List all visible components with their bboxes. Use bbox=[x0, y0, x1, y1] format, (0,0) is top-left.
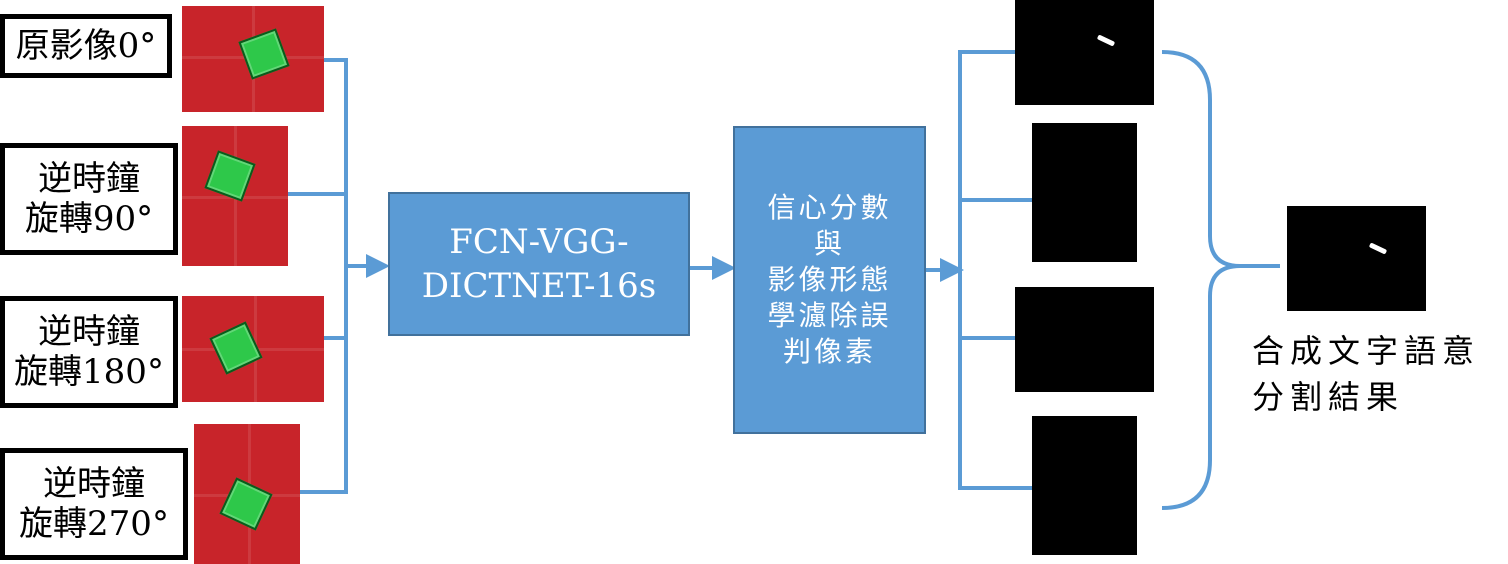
postprocess-label-line: 影像形態 bbox=[767, 263, 892, 296]
text-segment bbox=[1368, 242, 1388, 255]
postprocess-label-line: 與 bbox=[813, 227, 845, 260]
input-image-270deg bbox=[194, 424, 300, 564]
input-label-line: 旋轉180° bbox=[14, 352, 164, 392]
product-icon bbox=[219, 477, 273, 531]
text-segment bbox=[1096, 34, 1116, 47]
postprocess-box: 信心分數 與 影像形態 學濾除誤 判像素 bbox=[733, 126, 926, 434]
postprocess-label-line: 判像素 bbox=[782, 335, 876, 368]
mask-270deg bbox=[1032, 416, 1137, 555]
input-image-90deg bbox=[182, 126, 288, 266]
input-image-180deg bbox=[182, 296, 324, 402]
input-label-line: 旋轉90° bbox=[24, 199, 154, 239]
input-label-270deg: 逆時鐘 旋轉270° bbox=[0, 448, 188, 560]
input-label-line: 原影像0° bbox=[15, 26, 157, 66]
network-label-line: FCN-VGG- bbox=[449, 222, 629, 262]
input-merge-bracket bbox=[300, 58, 348, 494]
mask-0deg bbox=[1015, 0, 1154, 105]
input-label-line: 逆時鐘 bbox=[37, 159, 140, 199]
result-label: 合成文字語意 分割結果 bbox=[1252, 328, 1502, 420]
mask-180deg bbox=[1015, 287, 1154, 392]
postprocess-label-line: 信心分數 bbox=[767, 191, 892, 224]
final-mask bbox=[1287, 206, 1426, 311]
network-box: FCN-VGG- DICTNET-16s bbox=[388, 192, 690, 336]
input-image-0deg bbox=[182, 6, 324, 112]
network-label-line: DICTNET-16s bbox=[421, 266, 657, 306]
result-label-line: 分割結果 bbox=[1252, 378, 1405, 416]
input-label-line: 旋轉270° bbox=[19, 504, 169, 544]
input-label-90deg: 逆時鐘 旋轉90° bbox=[0, 143, 178, 255]
split-bracket bbox=[958, 50, 1032, 490]
result-label-line: 合成文字語意 bbox=[1252, 332, 1481, 370]
product-icon bbox=[204, 150, 256, 202]
mask-90deg bbox=[1032, 123, 1137, 262]
input-label-line: 逆時鐘 bbox=[43, 464, 145, 504]
input-label-line: 逆時鐘 bbox=[38, 312, 140, 352]
input-label-180deg: 逆時鐘 旋轉180° bbox=[0, 296, 178, 408]
input-label-0deg: 原影像0° bbox=[0, 14, 172, 78]
postprocess-label-line: 學濾除誤 bbox=[767, 299, 892, 332]
product-icon bbox=[238, 28, 290, 80]
merge-curly-brace bbox=[1161, 50, 1241, 510]
